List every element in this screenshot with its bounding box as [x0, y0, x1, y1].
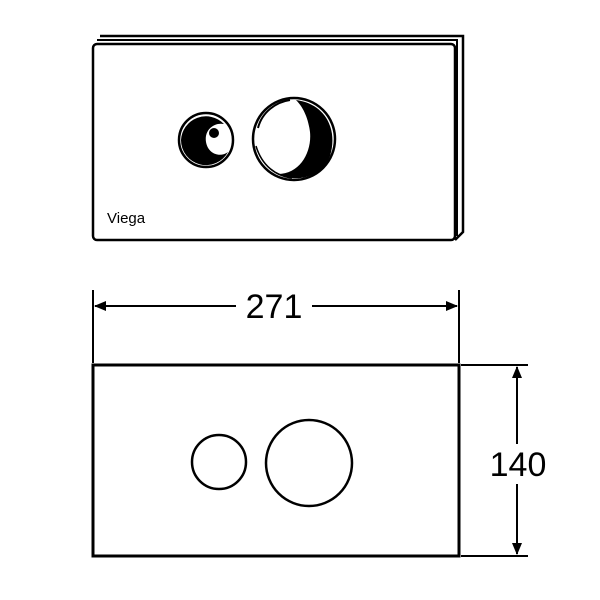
large-flush-button-icon: [251, 96, 337, 182]
plate-side-edge-inner: [97, 39, 458, 236]
height-dimension: 140: [461, 364, 547, 557]
front-view: [91, 363, 461, 558]
width-dimension-label: 271: [246, 288, 303, 326]
width-dimension: 271: [92, 288, 460, 363]
plate-side-edge: [100, 34, 465, 241]
brand-label: Viega: [107, 210, 146, 227]
large-circle-button-icon: [264, 418, 354, 508]
small-flush-button-icon: [177, 111, 235, 169]
height-dimension-label: 140: [490, 446, 547, 484]
perspective-view: Viega: [91, 34, 465, 242]
small-circle-button-icon: [190, 433, 248, 491]
